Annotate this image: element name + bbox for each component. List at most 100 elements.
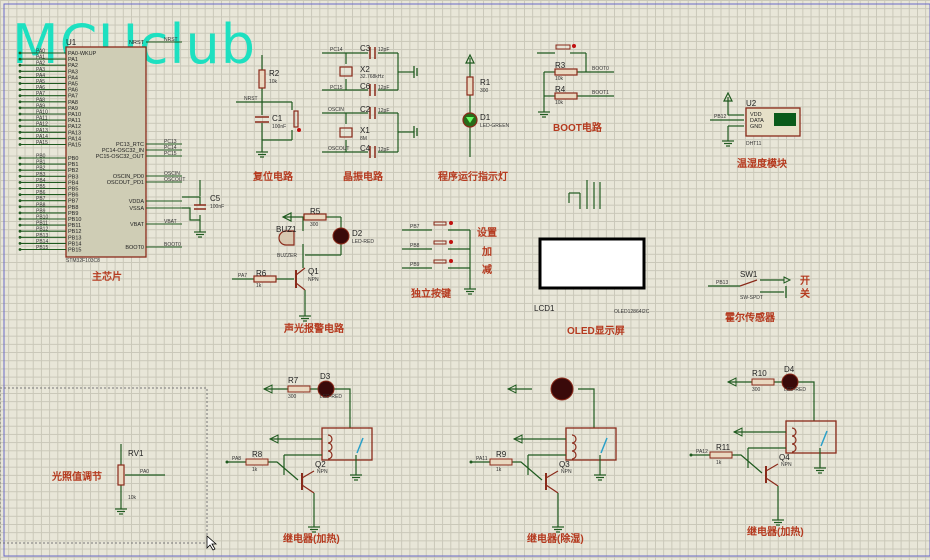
- mcu-pin-label: OSCIN_PD0: [113, 174, 144, 180]
- relay-led-ref: D4: [784, 365, 795, 374]
- label-crystal: 晶振电路: [343, 170, 384, 183]
- mcu-u1: PA0-WKUPPA0PA1PA1PA2PA2PA3PA3PA4PA4PA5PA…: [18, 37, 185, 258]
- svg-text:PA11: PA11: [476, 456, 488, 462]
- r3-ref: R3: [555, 61, 566, 70]
- svg-text:OSCOUT: OSCOUT: [328, 146, 349, 152]
- svg-text:PB2: PB2: [36, 166, 46, 172]
- svg-text:PA6: PA6: [36, 85, 45, 91]
- mcu-pin-label: PA13: [68, 130, 81, 136]
- mcu-pin-label: PB6: [68, 193, 78, 199]
- c5-value: 100nF: [210, 204, 224, 210]
- r6-ref: R6: [256, 269, 267, 278]
- r1-ref: R1: [480, 78, 491, 87]
- svg-text:NRST: NRST: [244, 96, 258, 102]
- svg-text:PA2: PA2: [36, 61, 45, 67]
- svg-text:8M: 8M: [360, 136, 367, 142]
- svg-text:PB12: PB12: [36, 227, 48, 233]
- svg-text:PB12: PB12: [714, 114, 726, 120]
- mcu-part: STM32F103C8: [66, 258, 100, 264]
- svg-text:PB13: PB13: [716, 280, 728, 286]
- c2-ref: C2: [360, 105, 371, 114]
- svg-text:BUZZER: BUZZER: [277, 253, 297, 259]
- svg-text:PB13: PB13: [36, 233, 48, 239]
- svg-text:PB3: PB3: [36, 172, 46, 178]
- svg-text:VBAT: VBAT: [164, 219, 177, 225]
- mcu-pin-label: PB11: [68, 223, 81, 229]
- mcu-pin-label: PB0: [68, 156, 78, 162]
- svg-text:PA5: PA5: [36, 79, 45, 85]
- label-light: 光照值调节: [51, 470, 102, 483]
- svg-text:PB14: PB14: [36, 239, 48, 245]
- mcu-pin-label: PA12: [68, 124, 81, 130]
- d2-ref: D2: [352, 229, 363, 238]
- mcu-pin-label: OSCOUT_PD1: [107, 180, 144, 186]
- svg-text:PC15: PC15: [330, 85, 343, 91]
- mcu-pin-label: PB1: [68, 162, 78, 168]
- key-label-set: 设置: [477, 226, 497, 239]
- svg-text:PB8: PB8: [410, 243, 420, 249]
- svg-text:PB5: PB5: [36, 184, 46, 190]
- svg-text:GND: GND: [750, 124, 762, 130]
- svg-text:DHT11: DHT11: [746, 141, 762, 147]
- mcu-pin-label: PA2: [68, 63, 78, 69]
- svg-text:PB9: PB9: [36, 208, 46, 214]
- svg-text:1k: 1k: [496, 467, 502, 473]
- label-relay2: 继电器(除湿): [527, 532, 584, 545]
- svg-text:PA7: PA7: [238, 273, 247, 279]
- svg-text:300: 300: [480, 88, 489, 94]
- svg-text:32.768kHz: 32.768kHz: [360, 74, 384, 80]
- svg-text:PA0: PA0: [140, 469, 149, 475]
- relay-box: [565, 427, 617, 461]
- svg-text:1k: 1k: [716, 460, 722, 466]
- relay-led-res-ref: R10: [752, 369, 767, 378]
- svg-text:PA0: PA0: [36, 49, 45, 55]
- svg-text:PA14: PA14: [36, 134, 48, 140]
- svg-text:OSCIN: OSCIN: [328, 107, 344, 113]
- d1-ref: D1: [480, 113, 491, 122]
- sw1-ref: SW1: [740, 270, 758, 279]
- svg-text:300: 300: [288, 394, 297, 400]
- svg-text:PC14: PC14: [330, 47, 343, 53]
- mcu-pin-label: PA11: [68, 118, 81, 124]
- mcu-pin-label: PB15: [68, 248, 81, 254]
- key-label-plus: 加: [481, 245, 492, 258]
- svg-text:10k: 10k: [555, 76, 564, 82]
- mcu-pin-label: PA4: [68, 75, 78, 81]
- mcu-pin-label: PB5: [68, 187, 78, 193]
- r2-ref: R2: [269, 69, 280, 78]
- svg-text:300: 300: [752, 387, 761, 393]
- svg-text:OSCOUT: OSCOUT: [164, 177, 185, 183]
- r5-ref: R5: [310, 207, 321, 216]
- svg-text:VDD: VDD: [750, 112, 762, 118]
- mcu-pin-label: PB13: [68, 235, 81, 241]
- u2-ref: U2: [746, 99, 757, 108]
- mouse-cursor: [206, 535, 218, 551]
- svg-text:LED-GREEN: LED-GREEN: [480, 123, 510, 129]
- mcu-pin-label: PA10: [68, 112, 81, 118]
- svg-text:LED-RED: LED-RED: [320, 394, 342, 400]
- mcu-pin-label: VBAT: [130, 222, 145, 228]
- mcu-pin-label: PA14: [68, 136, 81, 142]
- label-reset: 复位电路: [252, 170, 294, 183]
- mcu-pin-label: VSSA: [129, 206, 144, 212]
- svg-text:NRST: NRST: [164, 37, 178, 43]
- relay-input-res-ref: R8: [252, 450, 263, 459]
- c3-ref: C3: [360, 44, 371, 53]
- x2-ref: X2: [360, 65, 370, 74]
- relay-input-res-ref: R11: [716, 443, 731, 452]
- svg-text:PB11: PB11: [36, 221, 48, 227]
- svg-text:PB7: PB7: [410, 224, 420, 230]
- mcu-pin-label: VDDA: [129, 199, 145, 205]
- svg-text:NPN: NPN: [317, 469, 328, 475]
- mcu-pin-label: PB3: [68, 174, 78, 180]
- mcu-pin-label: PB10: [68, 217, 81, 223]
- svg-text:PC15: PC15: [164, 151, 177, 157]
- svg-text:PC13: PC13: [164, 139, 177, 145]
- svg-text:PA1: PA1: [36, 55, 45, 61]
- relay-box: [321, 427, 373, 461]
- svg-text:10k: 10k: [555, 100, 564, 106]
